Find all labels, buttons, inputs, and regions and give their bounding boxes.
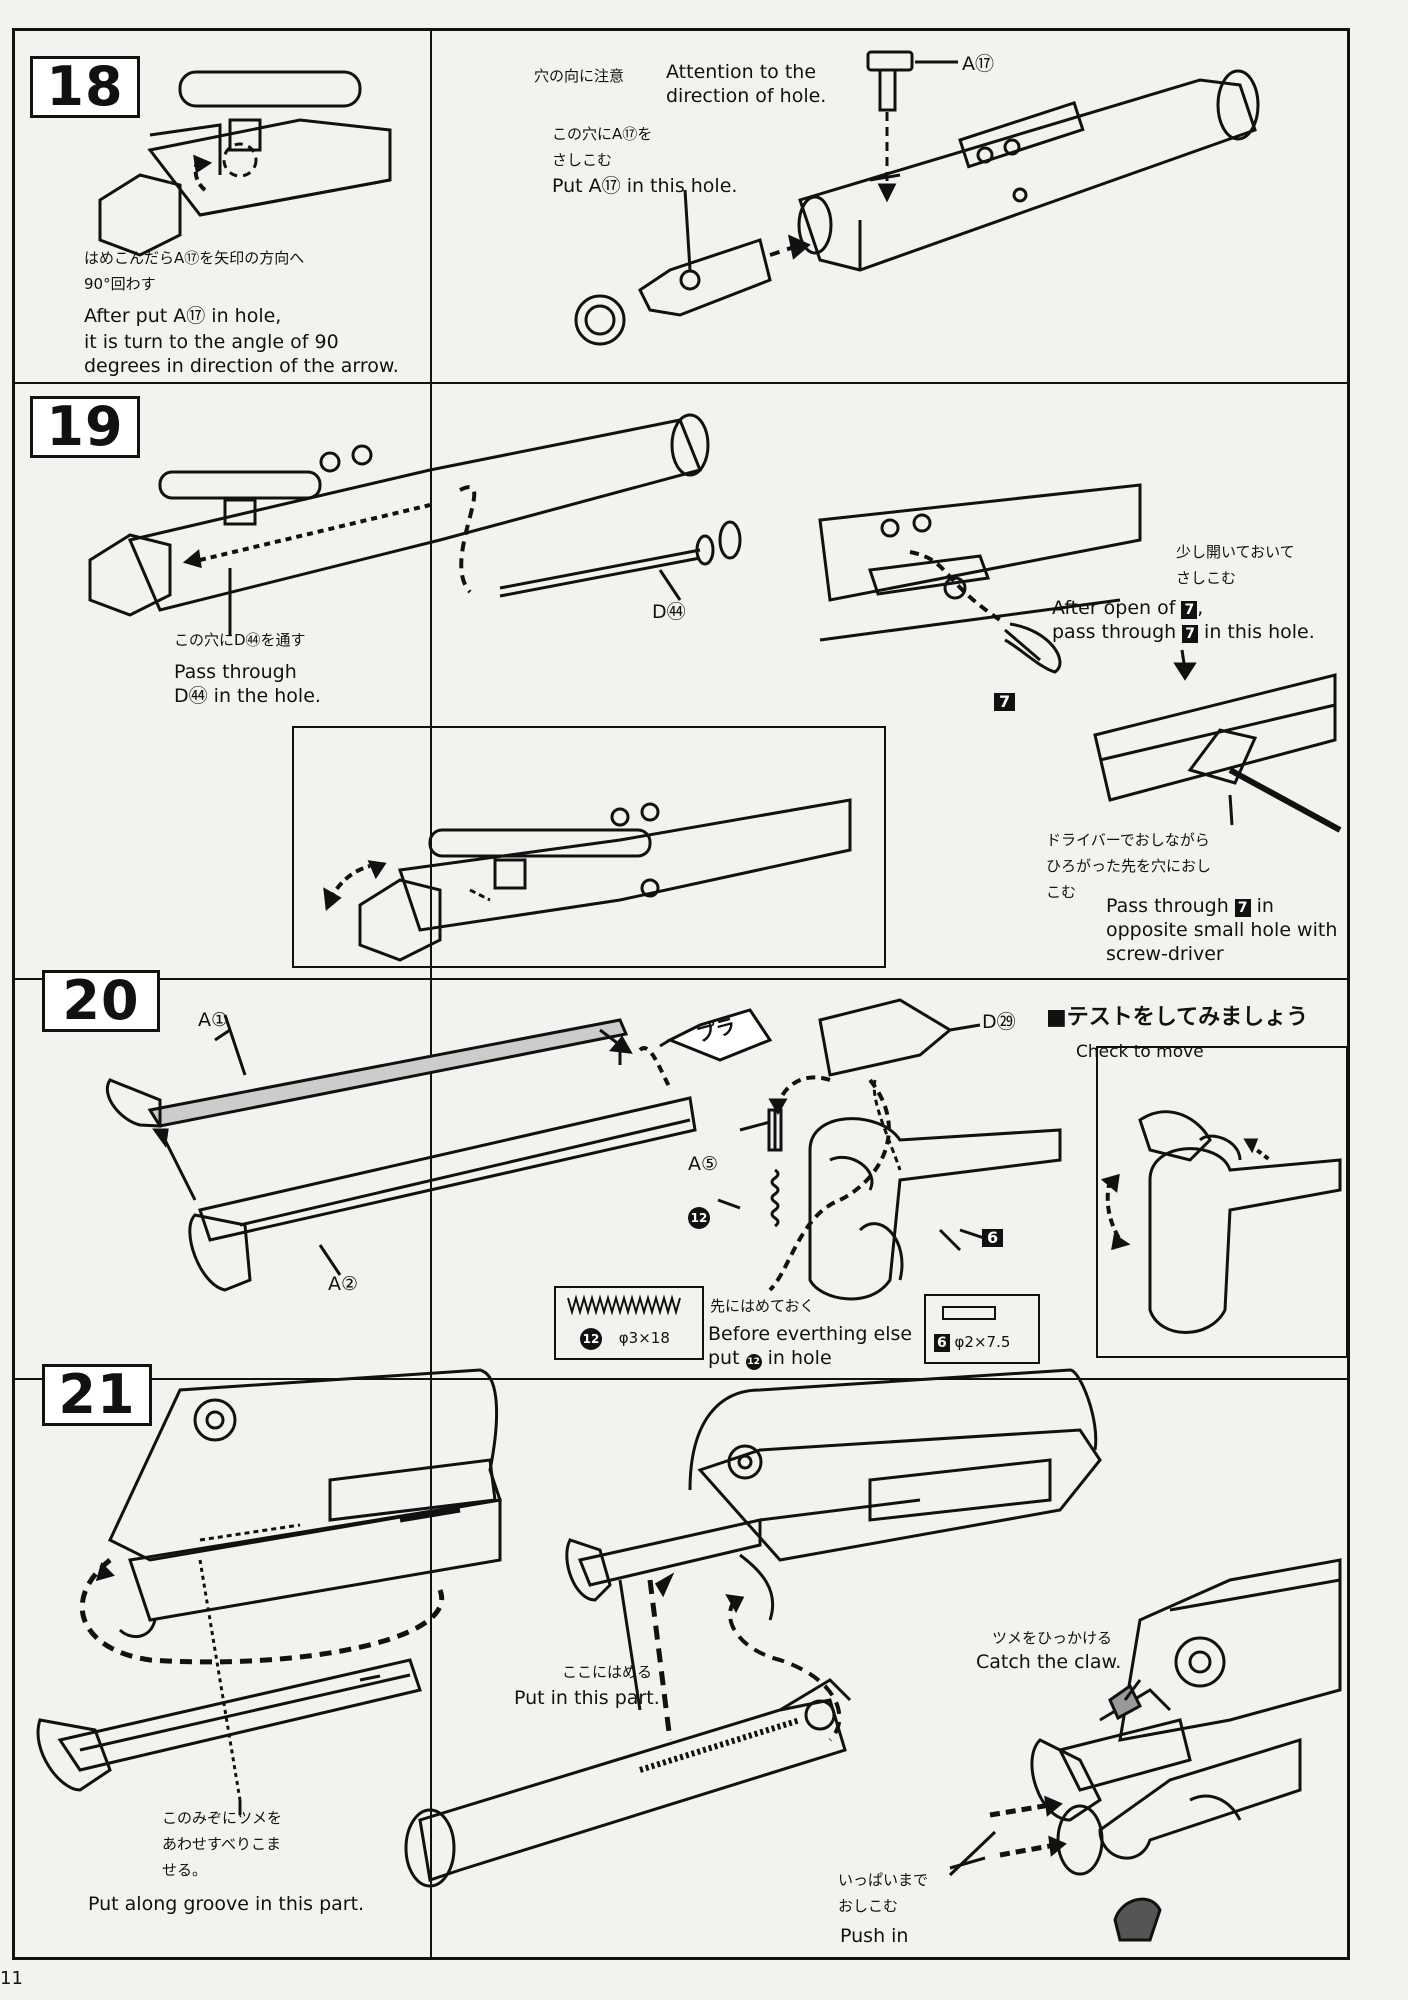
column-divider [430, 28, 432, 1960]
spring-spec-row: 12 φ3×18 [580, 1326, 670, 1350]
spring-12-badge: 12 [745, 1354, 762, 1370]
page-frame [12, 28, 1350, 1960]
step19-en-open-2a: pass through [1052, 621, 1177, 643]
step18-jp-put-2: さしこむ [552, 151, 613, 169]
step19-en-pass-1: Pass through [174, 661, 297, 683]
step20-spring-callout: 12 [688, 1205, 710, 1229]
step19-jp-driver-2: ひろがった先を穴におし [1046, 857, 1212, 875]
pin-7-badge: 7 [1182, 625, 1198, 643]
test-box [1096, 1046, 1348, 1358]
pin-7-badge: 7 [994, 693, 1016, 711]
step21-en-catch: Catch the claw. [976, 1651, 1122, 1673]
step-number-21: 21 [42, 1364, 152, 1426]
step20-jp-before: 先にはめておく [710, 1297, 815, 1315]
spring-12-badge: 12 [688, 1207, 710, 1229]
step18-en-put: Put A⑰ in this hole. [552, 175, 738, 197]
step18-en-attention-2: direction of hole. [666, 85, 827, 107]
step21-en-push: Push in [840, 1925, 909, 1947]
step-number-18: 18 [30, 56, 140, 118]
step20-en-before-2: put 12 in hole [708, 1346, 832, 1370]
step19-en-driver-1: Pass through 7 in [1106, 894, 1274, 918]
spring-12-badge: 12 [580, 1328, 602, 1350]
step20-pin6-callout: 6 [982, 1226, 1004, 1250]
pin-shape-icon [942, 1306, 996, 1320]
spring-spec-box [554, 1286, 704, 1360]
step18-jp-attention: 穴の向に注意 [534, 67, 625, 85]
step19-jp-open-1: 少し開いておいて [1176, 543, 1295, 561]
step20-label-a2: A② [328, 1273, 359, 1295]
step19-jp-driver-3: こむ [1046, 883, 1077, 901]
row-divider-20 [12, 1378, 1350, 1380]
step18-en-rotate-1: After put A⑰ in hole, [84, 305, 282, 327]
step18-jp-rotate-2: 90°回わす [84, 275, 156, 293]
row-divider-18 [12, 382, 1350, 384]
test-heading-jp: ■テストをしてみましょう [1046, 1005, 1309, 1030]
step19-en-open-2b: in this hole. [1204, 621, 1315, 643]
step21-en-put-part: Put in this part. [514, 1687, 660, 1709]
spring-spec: φ3×18 [618, 1329, 670, 1347]
step21-jp-groove-1: このみぞにツメを [162, 1809, 283, 1827]
step18-en-rotate-3: degrees in direction of the arrow. [84, 355, 399, 377]
step18-jp-put-1: この穴にA⑰を [552, 125, 653, 143]
step18-en-attention-1: Attention to the [666, 61, 817, 83]
step21-jp-groove-2: あわせすべりこま [162, 1835, 281, 1853]
step19-en-open-2: pass through 7 in this hole. [1052, 620, 1315, 644]
pin-spec-box [924, 1294, 1040, 1364]
step18-en-rotate-2: it is turn to the angle of 90 [84, 331, 339, 353]
step20-en-before-2b: in hole [767, 1347, 832, 1369]
pin-7-badge: 7 [1234, 899, 1251, 917]
step-number-19: 19 [30, 396, 140, 458]
step19-en-open-1b: , [1197, 597, 1204, 619]
step20-label-d29: D㉙ [982, 1011, 1016, 1033]
step19-part-label-d44: D㊹ [652, 601, 686, 623]
step20-en-before-2a: put [708, 1347, 740, 1369]
step19-en-pass-2: D㊹ in the hole. [174, 685, 321, 707]
step21-jp-groove-3: せる。 [162, 1861, 208, 1879]
pin-spec-row: 6 φ2×7.5 [934, 1330, 1010, 1354]
step18-jp-rotate-1: はめこんだらA⑰を矢印の方向へ [84, 249, 305, 267]
row-divider-19 [12, 978, 1350, 980]
page-number: 11 [0, 1968, 23, 1989]
step19-en-driver-3: screw-driver [1106, 943, 1224, 965]
step19-jp-driver-1: ドライバーでおしながら [1046, 831, 1210, 849]
step20-en-before-1: Before everthing else [708, 1323, 913, 1345]
step20-label-a5: A⑤ [688, 1153, 719, 1175]
rotate-check-inset [292, 726, 886, 968]
step19-en-driver-1a: Pass through [1106, 895, 1229, 917]
step21-jp-put-part: ここにはめる [562, 1663, 653, 1681]
step19-jp-open-2: さしこむ [1176, 569, 1237, 587]
pin-6-badge: 6 [934, 1334, 950, 1352]
step19-en-open-1a: After open of [1052, 597, 1176, 619]
step19-en-driver-2: opposite small hole with [1106, 919, 1338, 941]
step21-jp-catch: ツメをひっかける [992, 1629, 1113, 1647]
step19-en-open-1: After open of 7, [1052, 596, 1203, 620]
step21-jp-push-1: いっぱいまで [838, 1871, 929, 1889]
step20-label-a1: A① [198, 1009, 229, 1031]
step19-pin-7-callout: 7 [994, 690, 1016, 714]
step21-jp-push-2: おしこむ [838, 1897, 899, 1915]
pin-spec: φ2×7.5 [954, 1333, 1011, 1351]
step-number-20: 20 [42, 970, 160, 1032]
step21-en-groove: Put along groove in this part. [88, 1893, 365, 1915]
pin-7-badge: 7 [1181, 601, 1198, 619]
pin-6-badge: 6 [982, 1229, 1004, 1247]
step19-jp-pass: この穴にD㊹を通す [174, 631, 306, 649]
step18-part-label-a17: A⑰ [962, 53, 994, 75]
step19-en-driver-1b: in [1256, 895, 1274, 917]
